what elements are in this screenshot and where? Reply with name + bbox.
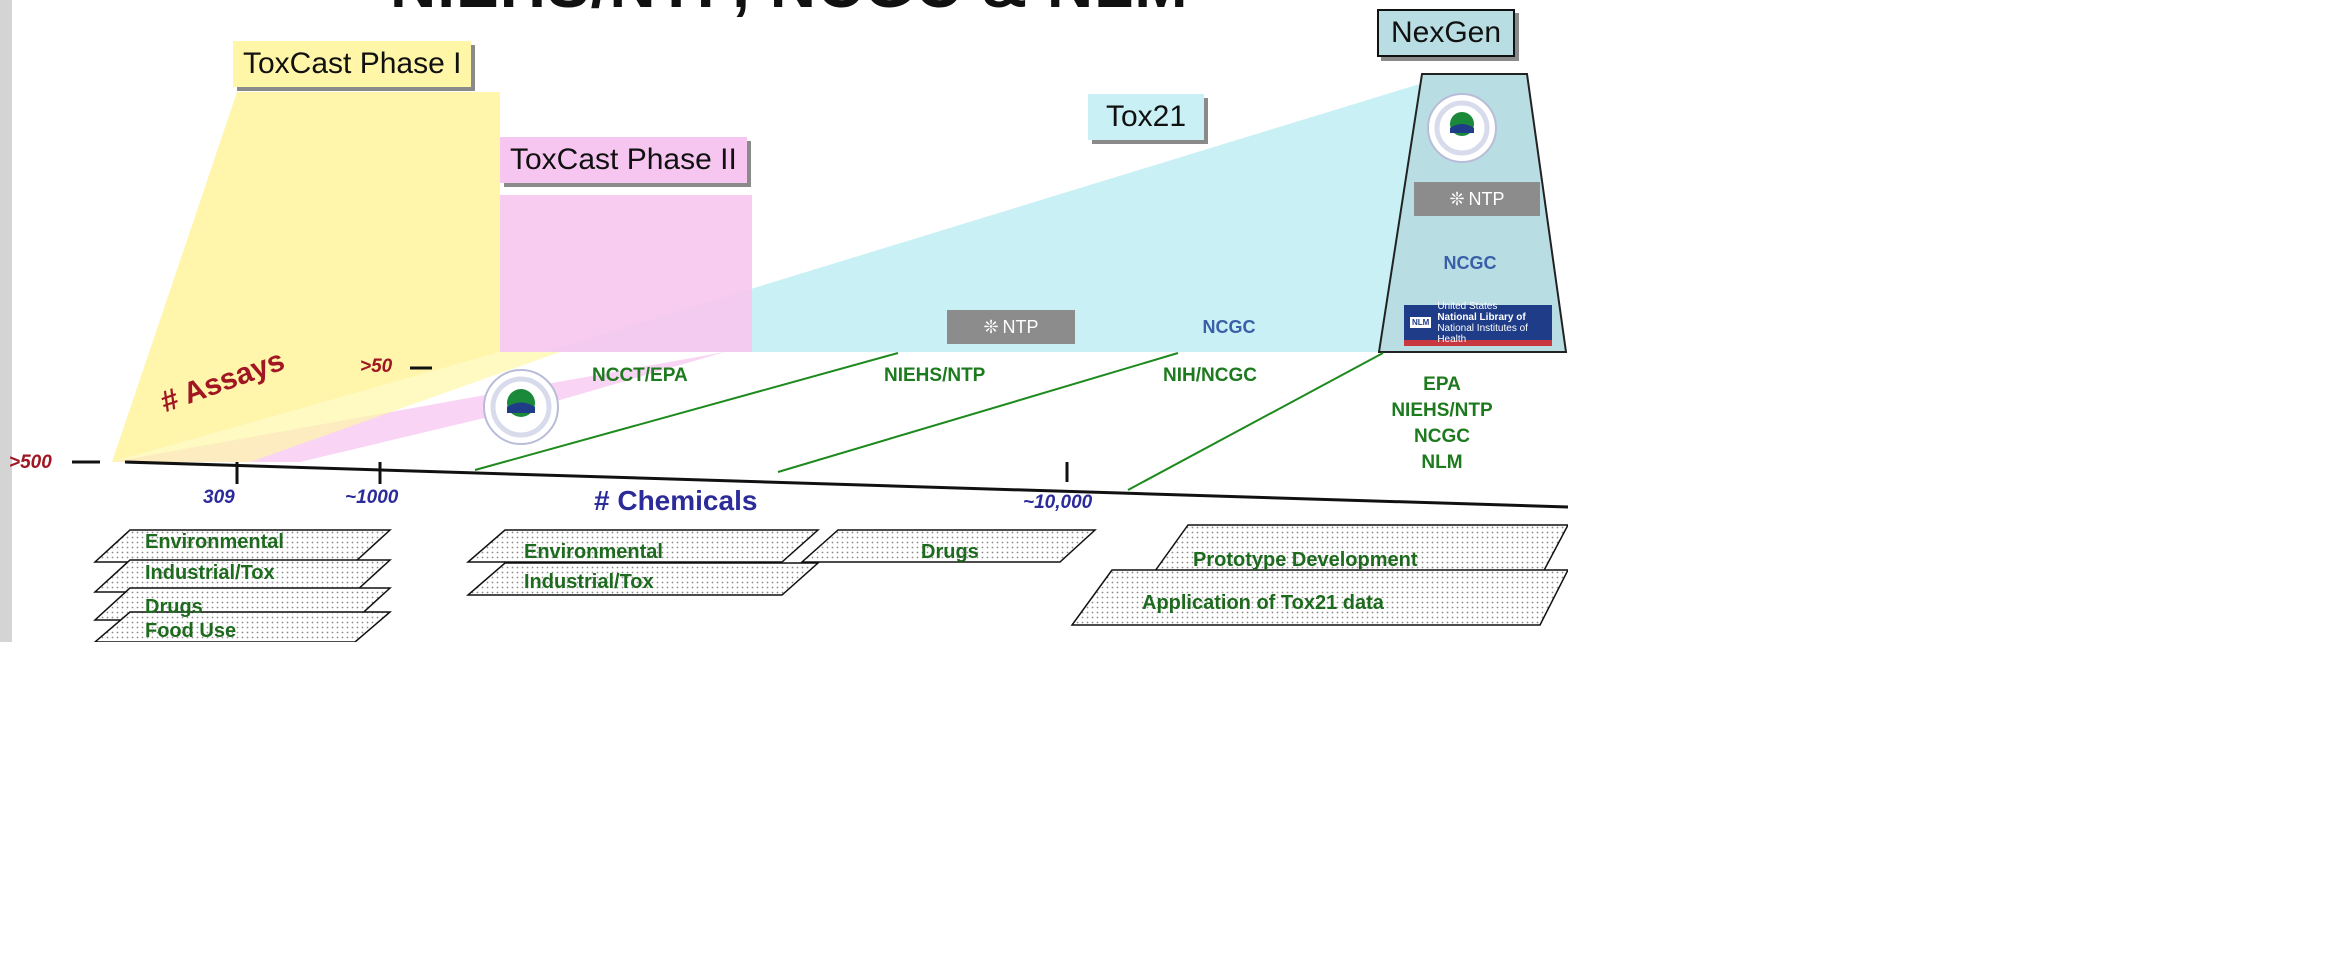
ntp-logo-label: NTP	[1468, 188, 1505, 209]
epa-seal-icon-2	[1427, 93, 1497, 163]
org-ncct-epa: NCCT/EPA	[592, 365, 688, 386]
assay-tick-label-500: >500	[9, 452, 52, 473]
plates-tox21	[800, 529, 1097, 563]
toxcast-phase1-box: ToxCast Phase I	[233, 41, 472, 87]
org-nexgen-list: EPA NIEHS/NTP NCGC NLM	[1372, 372, 1512, 476]
connector-ncct	[474, 352, 899, 471]
epa-seal-icon-1	[483, 369, 559, 445]
plate-label: Industrial/Tox	[524, 571, 654, 593]
ntp-logo-icon: ❊	[1449, 188, 1465, 209]
plate-label: Prototype Development	[1193, 549, 1418, 571]
connector-nexgen	[1127, 352, 1384, 491]
plates-nexgen	[1070, 524, 1568, 626]
ntp-logo-nexgen: ❊ NTP	[1414, 182, 1540, 216]
plate-label: Drugs	[921, 541, 979, 563]
nexgen-box: NexGen	[1377, 9, 1516, 57]
plates-phase2	[465, 529, 820, 596]
plate-label: Environmental	[524, 541, 663, 563]
org-nexgen-nlm: NLM	[1421, 452, 1463, 473]
org-niehs-ntp: NIEHS/NTP	[884, 365, 986, 386]
ncgc-logo: NCGC	[1202, 316, 1256, 337]
org-nih-ncgc: NIH/NCGC	[1163, 365, 1257, 386]
nlm-text: United States National Library of Nation…	[1437, 300, 1528, 345]
chem-tick-label-309: 309	[203, 487, 235, 508]
left-window-edge	[0, 0, 12, 642]
plate-label: Application of Tox21 data	[1142, 592, 1384, 614]
ntp-logo-icon: ❊	[983, 316, 999, 337]
plate-label: Industrial/Tox	[145, 562, 275, 584]
plate-label: Environmental	[145, 531, 284, 553]
org-nexgen-niehs: NIEHS/NTP	[1391, 400, 1493, 421]
org-nexgen-ncgc: NCGC	[1414, 426, 1470, 447]
chemicals-axis	[124, 460, 1568, 509]
tox21-region	[545, 82, 1426, 352]
toxcast-phase2-box: ToxCast Phase II	[500, 137, 747, 183]
toxcast-phase2-region	[500, 195, 752, 352]
ntp-logo-label: NTP	[1002, 316, 1039, 337]
page-title: NIEHS/NTP, NCGC & NLM	[390, 0, 1188, 22]
nlm-badge: NLM	[1410, 317, 1432, 328]
assay-tick-label-50: >50	[360, 356, 393, 377]
chem-tick-label-1000: ~1000	[345, 487, 399, 508]
tox21-box: Tox21	[1088, 94, 1205, 140]
connector-niehs	[777, 352, 1179, 473]
ntp-logo: ❊ NTP	[947, 310, 1075, 344]
plate-label: Drugs	[145, 596, 203, 618]
toxcast-phase1-region	[112, 92, 500, 462]
plate-label: Food Use	[145, 620, 237, 642]
plates-phase1	[93, 529, 393, 642]
nlm-logo: NLM United States National Library of Na…	[1404, 301, 1552, 346]
diagram-stage: NIEHS/NTP, NCGC & NLM	[0, 0, 1568, 642]
chemicals-axis-title: # Chemicals	[594, 485, 758, 516]
assay-fan-yellow	[112, 352, 560, 462]
ncgc-logo-nexgen: NCGC	[1443, 252, 1497, 273]
chem-tick-label-10000: ~10,000	[1023, 492, 1093, 513]
org-nexgen-epa: EPA	[1423, 374, 1461, 395]
